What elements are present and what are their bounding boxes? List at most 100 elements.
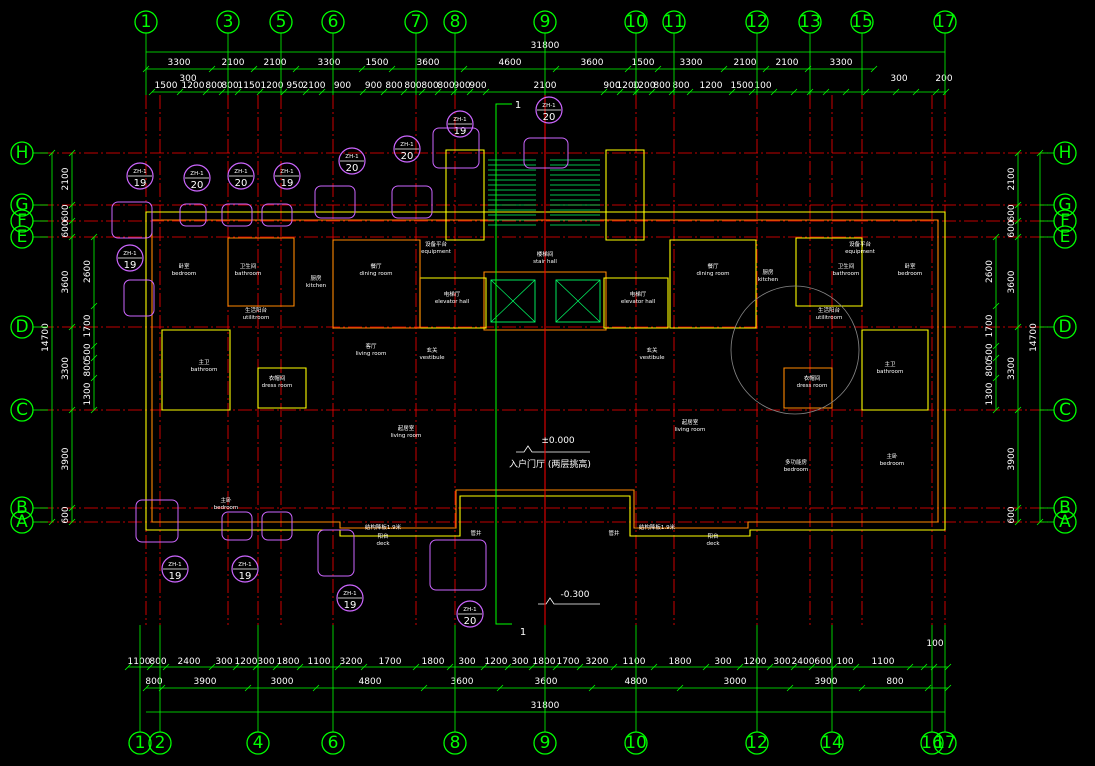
room-26-en: bedroom: [880, 461, 905, 467]
axis-left-7-label: A: [16, 512, 28, 532]
room-17-cn: 卫生间: [838, 262, 855, 270]
dim-right-inner-tick-3: [992, 354, 1000, 362]
detail-tag-0-circle: [126, 162, 154, 190]
dim-top-row2-value-11: 2100: [776, 58, 799, 68]
dim-top-row4-tick-3: [218, 88, 226, 96]
dim-top-row3-value-2: 200: [935, 74, 952, 84]
dim-top-row4-value-22: 1200: [700, 81, 723, 91]
elevator-cross-b-1: [555, 279, 601, 323]
dim-bottom-row1-tick-20: [736, 663, 744, 671]
dim-bottom-row1-value-22: 2400: [792, 657, 815, 667]
dim-left-mid-value-3: 3600: [61, 270, 71, 293]
axis-top-6-label: 9: [540, 12, 551, 32]
dim-bottom-row1-tick-10: [412, 663, 420, 671]
wall-outline-14: [669, 239, 757, 329]
dim-left-mid-tick-2: [68, 217, 76, 225]
wall-outline-12: [861, 329, 929, 411]
room-10-cn: 衣帽间: [269, 374, 286, 382]
dim-top-row2-tick-13: [870, 65, 878, 73]
dim-top-row4-tick-12: [418, 88, 426, 96]
wall-outline-9: [257, 367, 307, 409]
room-25-cn: 多功能房: [785, 458, 808, 466]
dim-bottom-row1-value-0: 1100: [128, 657, 151, 667]
dim-top-row4-value-17: 900: [603, 81, 620, 91]
entrance-label: 入户门厅 (两层挑高): [509, 458, 591, 470]
detail-tag-8-circle: [116, 244, 144, 272]
dim-left-inner-value-3: 800: [83, 359, 93, 376]
room-22-cn: 衣帽间: [804, 374, 821, 382]
dim-top-row4-value-15: 900: [469, 81, 486, 91]
detail-tag-12-bottom: 20: [464, 616, 477, 627]
detail-tag-box-13: [429, 539, 487, 591]
room-23-en: bathroom: [877, 369, 904, 375]
detail-tag-7-circle: [338, 147, 366, 175]
axis-top-2-label: 5: [276, 12, 287, 32]
dim-right-inner-tick-5: [992, 406, 1000, 414]
dim-bottom-row1-value-3: 300: [215, 657, 232, 667]
elevator-cross-b-0: [490, 279, 536, 323]
dim-bottom-row1-value-10: 1800: [422, 657, 445, 667]
dim-top-row4-tick-13: [434, 88, 442, 96]
dim-top-row2-value-9: 3300: [680, 58, 703, 68]
dim-top-row4-tick-14: [450, 88, 458, 96]
elevator-car-1: [555, 279, 601, 323]
detail-tag-7-bottom: 20: [346, 163, 359, 174]
axis-top-4-label: 7: [411, 12, 422, 32]
dim-top-row2-value-0: 3300: [168, 58, 191, 68]
axis-bottom-7-label: 12: [746, 733, 768, 753]
dim-bottom-row1-tick-26: [906, 663, 914, 671]
axis-top-3-label: 6: [328, 12, 339, 32]
level-mark-outside: [538, 597, 600, 605]
dim-bottom-row2-tick-11: [944, 684, 952, 692]
room-11-cn: 起居室: [398, 424, 415, 432]
detail-tag-3-circle: [273, 162, 301, 190]
dim-top-row4-tick-22: [686, 88, 694, 96]
dim-top-row4-tick-23: [728, 88, 736, 96]
dim-bottom-row1-value-8: 3200: [340, 657, 363, 667]
detail-tag-1-top: ZH-1: [190, 171, 203, 177]
dim-bottom-row1-value-15: 1700: [557, 657, 580, 667]
dim-left-mid-tick-4: [68, 323, 76, 331]
room-13-en: deck: [376, 541, 390, 547]
detail-tags: ZH-119ZH-120ZH-120ZH-119ZH-120ZH-120ZH-1…: [111, 96, 569, 628]
detail-tag-box-10: [221, 511, 253, 541]
axis-right-7-label: A: [1059, 512, 1071, 532]
room-8-en: vestibule: [419, 355, 445, 361]
detail-tag-3-bottom: 19: [281, 178, 294, 189]
wall-outline-13: [332, 239, 421, 329]
dim-bottom-row1-value-7: 1100: [308, 657, 331, 667]
dim-bottom-row2-tick-10: [924, 684, 932, 692]
room-28-en: equipment: [845, 249, 876, 255]
dim-top-row4-tick-17: [600, 88, 608, 96]
axis-left-0-label: H: [16, 143, 29, 163]
dim-top-row2-value-2: 2100: [264, 58, 287, 68]
dim-right-mid-tick-5: [1014, 406, 1022, 414]
dim-top-row2-tick-11: [762, 65, 770, 73]
dim-top-row4-tick-11: [400, 88, 408, 96]
dim-bottom-row1-extra: 100: [926, 639, 943, 649]
dim-right-mid-tick-6: [1014, 504, 1022, 512]
detail-tag-11-bottom: 19: [344, 600, 357, 611]
axis-bottom-5-label: 9: [540, 733, 551, 753]
dim-bottom-row2-value-9: 800: [886, 677, 903, 687]
room-24-en: living room: [675, 427, 706, 433]
dim-bottom-row1-tick-11: [446, 663, 454, 671]
dim-right-mid-tick-0: [1014, 149, 1022, 157]
detail-tag-6-top: ZH-1: [453, 117, 466, 123]
section-line: [495, 103, 512, 625]
room-9-en: bathroom: [191, 367, 218, 373]
detail-tag-box-11: [261, 511, 293, 541]
room-7-en: stair hall: [533, 259, 557, 265]
dim-bottom-row2-tick-2: [244, 684, 252, 692]
section-marker-bottom: 1: [520, 627, 526, 638]
dim-bottom-row2-tick-9: [858, 684, 866, 692]
dim-top-row4-tick-10: [380, 88, 388, 96]
dim-bottom-row1-tick-4: [232, 663, 240, 671]
detail-tag-9-top: ZH-1: [168, 562, 181, 568]
dim-bottom-row1-tick-6: [272, 663, 280, 671]
detail-tag-11-top: ZH-1: [343, 591, 356, 597]
dim-left-inner-value-2: 500: [83, 343, 93, 360]
room-25-en: bedroom: [784, 467, 809, 473]
